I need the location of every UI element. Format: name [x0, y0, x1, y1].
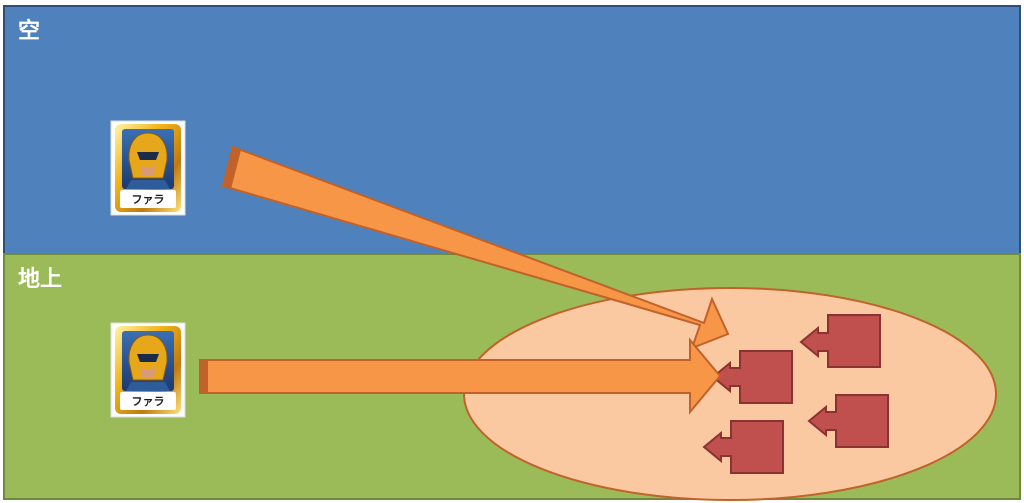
hero-card-ground-label: ファラ: [132, 395, 165, 408]
sky-attack-arrow: [221, 145, 730, 350]
ground-attack-arrow-tail: [200, 360, 208, 393]
hero-card-ground: ファラ: [110, 322, 186, 418]
sky-attack-arrow-tail: [223, 147, 241, 189]
sky-zone-label: 空: [18, 18, 40, 44]
pharah-hero-icon: [122, 331, 174, 391]
enemy-unit: [702, 420, 784, 474]
ground-attack-arrow: [199, 337, 722, 415]
pharah-hero-icon: [122, 129, 174, 189]
hero-card-sky-label: ファラ: [132, 193, 165, 206]
enemy-group: [702, 314, 889, 474]
enemy-unit: [711, 350, 793, 404]
hero-card-sky: ファラ: [110, 120, 186, 216]
enemy-unit: [807, 394, 889, 448]
enemy-unit: [799, 314, 881, 368]
ground-zone-label: 地上: [18, 267, 62, 292]
